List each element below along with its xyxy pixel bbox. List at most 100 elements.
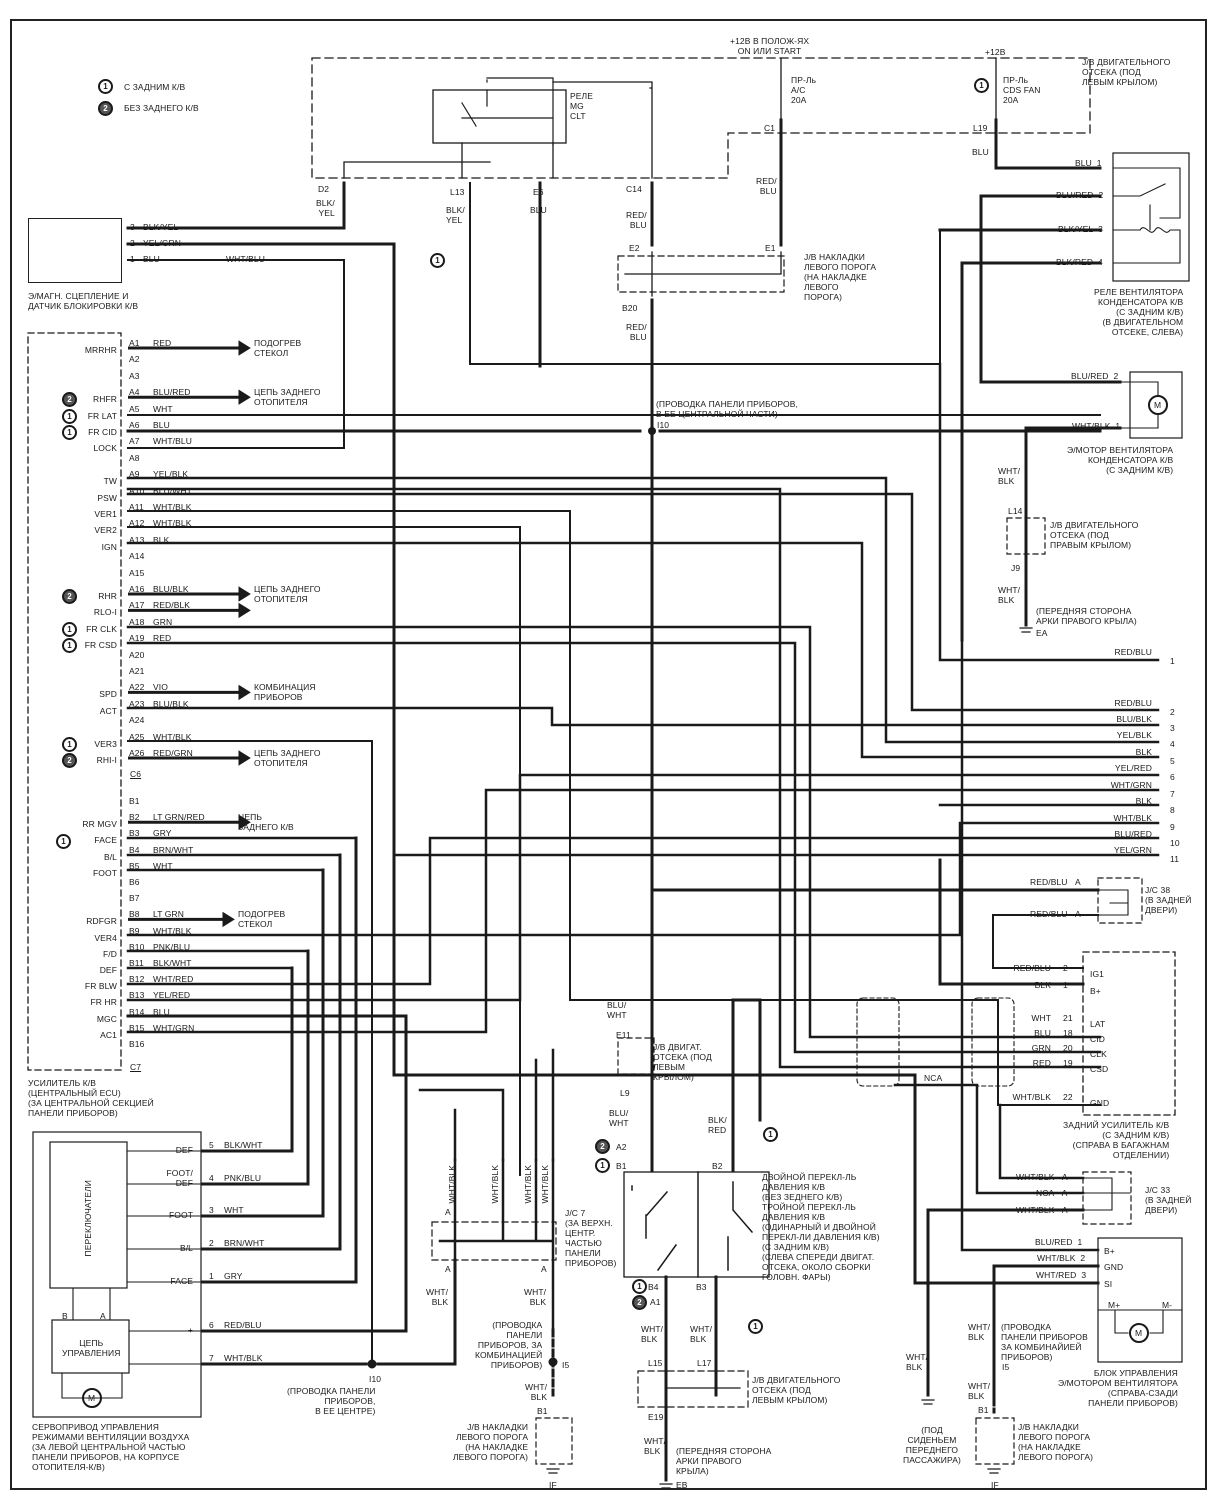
- rear-amp-pin-number: 21: [1063, 1013, 1073, 1023]
- jc7-wire-3: WHT/BLK: [523, 1165, 533, 1204]
- servo-wire-label: PNK/BLU: [224, 1173, 262, 1183]
- connector-d2: D2: [318, 184, 330, 194]
- rear-amp-wire-label: BLK: [1034, 980, 1051, 990]
- output-wire-2: [126, 492, 1160, 712]
- ecu-pin-A17: A17: [129, 600, 145, 611]
- legend-text-2: БЕЗ ЗАДНЕГО К/В: [124, 103, 199, 113]
- connector-l13: L13: [450, 187, 465, 197]
- ecu-wire-label: WHT/BLK: [153, 925, 192, 936]
- ecu-pin-A5: A5: [129, 403, 140, 414]
- destination-arrow: [128, 602, 251, 619]
- power-12v-label: +12В: [985, 47, 1006, 57]
- ecu-wire-label: YEL/BLK: [153, 469, 189, 480]
- wire-a10: [126, 487, 1102, 1069]
- ecu-wire-label: RED: [153, 338, 172, 348]
- l13-badge: 1: [430, 253, 445, 268]
- ecu-pin-B12: B12: [129, 974, 145, 985]
- connector-b20: B20: [622, 303, 638, 313]
- ecu-pin-A19: A19: [129, 633, 145, 644]
- jc7-wire-after: WHT/ BLK: [525, 1382, 548, 1402]
- ecu-pin-A8: A8: [129, 452, 140, 463]
- servo-pin-number: 3: [209, 1205, 214, 1215]
- press-wire-bottom-left: WHT/ BLK: [641, 1324, 664, 1344]
- output-wire-label: BLU/BLK: [1116, 714, 1152, 724]
- ecu-wire-label: BLU/BLK: [153, 584, 189, 594]
- fuse-cds-label: ПР-Ль CDS FAN 20A: [1003, 75, 1041, 105]
- ecu-wire-label: BLU/RED: [153, 387, 191, 398]
- rear-amp-pin-name: B+: [1090, 986, 1101, 996]
- wire-jc33-wht-blk-top: [998, 1103, 1085, 1180]
- ecu-pin-B2: B2: [129, 812, 140, 823]
- wire-jc33-wht-blk-bottom: [926, 1208, 1085, 1397]
- output-wire-label: RED/BLU: [1114, 647, 1152, 657]
- jc33-outline: [1082, 1171, 1132, 1225]
- wire-label-c14: RED/ BLU: [626, 210, 647, 230]
- ecu-pin-A7: A7: [129, 436, 140, 447]
- servo-wire-label: WHT/BLK: [224, 1353, 263, 1363]
- jc7-b1: B1: [537, 1406, 548, 1416]
- press-b1: B1: [616, 1161, 627, 1171]
- rear-amp-pin-number: 20: [1063, 1043, 1073, 1053]
- right-bottom-i5: I5: [1002, 1362, 1010, 1372]
- ecu-badge-1: 1: [62, 736, 77, 752]
- output-wire-label: BLK: [1135, 796, 1152, 806]
- rear-amp-pin-name: IG1: [1090, 969, 1105, 979]
- servo-control-label: ЦЕПЬ УПРАВЛЕНИЯ: [62, 1338, 121, 1358]
- ecu-pin-name: FACE: [94, 835, 117, 846]
- servo-pin-name: DEF: [175, 1145, 193, 1155]
- ecu-connector-c6: C6: [130, 769, 142, 779]
- cond-motor-l14: L14: [1008, 506, 1023, 516]
- rear-amp-pin-number: 2: [1063, 963, 1068, 973]
- press-l17: L17: [697, 1358, 712, 1368]
- output-wire-label: BLU/RED: [1114, 829, 1152, 839]
- right-bottom-i5-note: (ПРОВОДКА ПАНЕЛИ ПРИБОРОВ ЗА КОМБИНАЙИЕЙ…: [1001, 1322, 1088, 1362]
- ecu-wire-label: WHT/BLK: [153, 502, 192, 512]
- servo-pin-name: FACE: [170, 1276, 193, 1286]
- press-b2: B2: [712, 1161, 723, 1171]
- ecu-pin-name: MRRHR: [84, 345, 117, 355]
- clutch-splice-wire: WHT/BLU: [226, 254, 265, 264]
- servo-b: B: [62, 1311, 68, 1321]
- jc33-label: J/C 33 (В ЗАДНЕЙ ДВЕРИ): [1145, 1185, 1192, 1215]
- wire-yel-grn: [126, 242, 396, 1077]
- destination-arrow: [128, 586, 251, 602]
- press-l15: L15: [648, 1358, 663, 1368]
- ecu-badge-1: 1: [62, 638, 77, 654]
- rear-amp-pin-name: GND: [1090, 1098, 1110, 1108]
- output-wire-6: [126, 773, 1160, 1002]
- output-pin-number: 10: [1170, 838, 1180, 848]
- wire-a12: [127, 526, 521, 1176]
- ecu-pin-name: IGN: [101, 541, 117, 552]
- ecu-pin-B16: B16: [129, 1039, 145, 1049]
- jc38-label: J/C 38 (В ЗАДНЕЙ ДВЕРИ): [1145, 885, 1192, 915]
- output-pin-number: 6: [1170, 772, 1175, 782]
- press-e19: E19: [648, 1412, 664, 1422]
- cond-motor-j9: J9: [1011, 563, 1021, 573]
- jc7-ground: IF: [549, 1480, 557, 1490]
- wire-label-e6: BLU: [530, 205, 547, 215]
- ecu-pin-A12: A12: [129, 518, 145, 529]
- press-jb-engine-bottom: J/B ДВИГАТЕЛЬНОГО ОТСЕКА (ПОД ЛЕВЫМ КРЫЛ…: [752, 1375, 841, 1405]
- ecu-wire-label: VIO: [153, 682, 168, 693]
- ecu-pin-A20: A20: [129, 649, 145, 660]
- ecu-pin-A23: A23: [129, 698, 145, 709]
- wire-blk-b-plus: [938, 858, 1085, 986]
- jc38-wire-1: RED/BLU A: [1030, 877, 1081, 887]
- right-bottom-wire-i5-top: WHT/ BLK: [968, 1322, 991, 1342]
- ecu-wire-label: RED: [153, 633, 172, 644]
- ecu-pin-B6: B6: [129, 877, 140, 887]
- press-a1: A1: [650, 1297, 661, 1307]
- jc7-outline: [431, 1221, 557, 1261]
- rear-amp-pin-number: 19: [1063, 1058, 1073, 1068]
- servo-wire-label: BRN/WHT: [224, 1238, 265, 1248]
- ground-ea: EA: [1036, 628, 1048, 638]
- ecu-wire-label: WHT: [153, 403, 173, 414]
- ecu-label: УСИЛИТЕЛЬ К/В (ЦЕНТРАЛЬНЫЙ ECU) (ЗА ЦЕНТ…: [28, 1078, 154, 1118]
- cond-motor-wire-2: BLU/RED 2: [1071, 371, 1119, 381]
- ecu-wire-label: WHT/BLK: [153, 731, 192, 742]
- output-pin-number: 4: [1170, 739, 1175, 749]
- jc33-wire-1: WHT/BLK A: [1016, 1172, 1068, 1182]
- ecu-pin-name: FR CSD: [84, 640, 117, 651]
- output-pin-number: 8: [1170, 805, 1175, 815]
- press-wire-ground: WHT/ BLK: [644, 1436, 667, 1456]
